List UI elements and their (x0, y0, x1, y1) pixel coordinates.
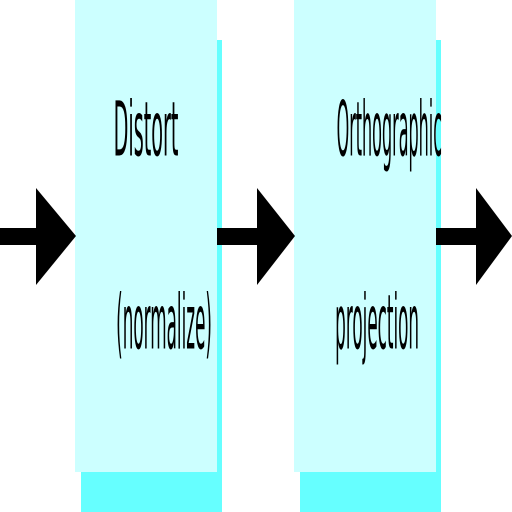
distort-block-title: Distort (113, 87, 179, 175)
distort-block-subtitle: (normalize) (116, 280, 212, 368)
distort-block: Distort (normalize) (75, 0, 217, 472)
projection-block-subtitle: projection (335, 280, 420, 368)
middle-arrow (217, 188, 295, 285)
input-arrow (0, 188, 76, 285)
projection-block-title: Orthographic (336, 87, 443, 175)
output-arrow (436, 188, 512, 285)
projection-block: Orthographic projection (294, 0, 443, 472)
